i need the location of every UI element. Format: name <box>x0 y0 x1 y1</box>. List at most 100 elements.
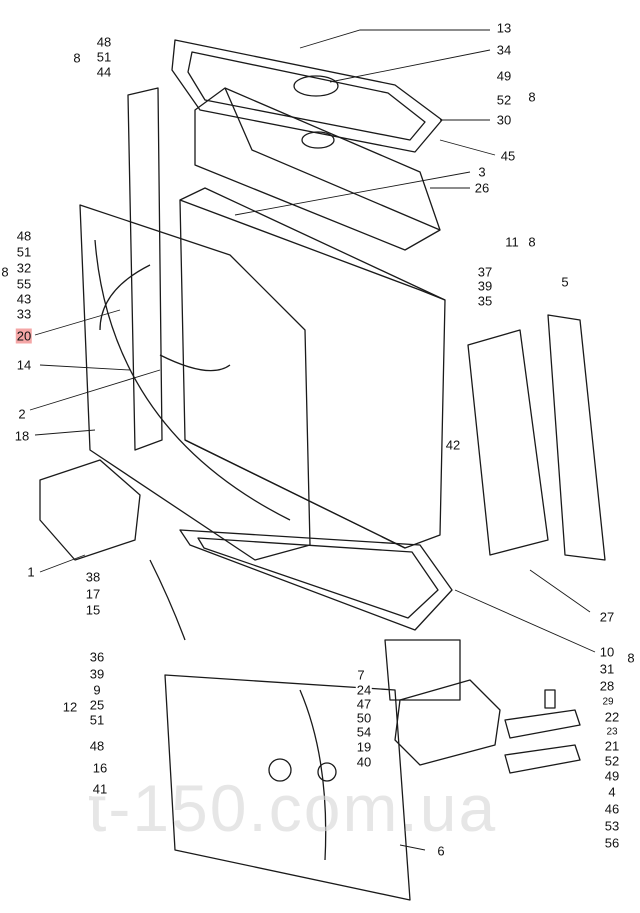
part-label: 10 <box>598 644 616 660</box>
part-label: 31 <box>598 661 616 677</box>
part-label: 51 <box>15 244 33 260</box>
part-label: 2 <box>17 406 27 422</box>
part-label: 38 <box>84 569 102 585</box>
part-label: 13 <box>495 20 513 36</box>
part-label: 47 <box>355 696 373 712</box>
part-label: 53 <box>603 818 621 834</box>
part-label: 33 <box>15 306 33 322</box>
right-shroud <box>547 314 606 561</box>
plate-hole-right <box>317 762 337 782</box>
lower-pipe <box>159 354 231 372</box>
part-label: 1 <box>26 564 36 580</box>
part-label: 36 <box>88 649 106 665</box>
strip-plate-lower <box>504 744 581 774</box>
part-label: 52 <box>603 753 621 769</box>
group-label: 11 <box>504 234 520 250</box>
part-label: 39 <box>476 278 494 294</box>
part-label: 44 <box>95 64 113 80</box>
part-label: 48 <box>95 34 113 50</box>
part-label: 49 <box>603 768 621 784</box>
part-label: 19 <box>355 739 373 755</box>
upper-tank-ridge <box>224 87 441 231</box>
part-label: 28 <box>598 678 616 694</box>
part-label: 23 <box>605 724 619 740</box>
part-label: 22 <box>603 709 621 725</box>
bottom-hose <box>149 559 186 641</box>
part-label: 16 <box>91 760 109 776</box>
plate-hole-left <box>268 758 292 782</box>
leader-3 <box>234 171 471 216</box>
leader-27 <box>529 569 591 613</box>
watermark: t-150.com.ua <box>88 771 498 845</box>
part-label: 34 <box>495 42 513 58</box>
group-label: 8 <box>527 234 537 250</box>
part-label: 40 <box>355 754 373 770</box>
top-gasket <box>171 39 443 153</box>
leader-20 <box>34 309 121 336</box>
part-label: 4 <box>607 784 617 800</box>
part-label: 51 <box>88 712 106 728</box>
group-label: 12 <box>61 699 79 715</box>
bottom-plate <box>384 639 461 701</box>
part-label: 14 <box>15 357 33 373</box>
part-label: 32 <box>15 260 33 276</box>
drain-hose <box>299 689 327 861</box>
part-label: 55 <box>15 276 33 292</box>
group-label: 8 <box>626 650 636 666</box>
leader-13 <box>299 29 490 49</box>
fan-shroud-arc <box>94 239 291 521</box>
part-label: 30 <box>495 112 513 128</box>
part-label: 52 <box>495 92 513 108</box>
part-label: 50 <box>355 710 373 726</box>
group-label: 8 <box>0 264 10 280</box>
top-gasket-inner <box>187 51 426 141</box>
left-shroud <box>127 87 163 451</box>
part-label: 7 <box>356 667 366 683</box>
part-label: 41 <box>91 781 109 797</box>
part-label: 18 <box>13 428 31 444</box>
part-label: 35 <box>476 293 494 309</box>
lower-gasket-inner <box>197 537 439 619</box>
part-label: 3 <box>477 164 487 180</box>
spacer <box>544 689 556 709</box>
part-label: 45 <box>499 148 517 164</box>
fan-shroud-frame <box>79 204 311 561</box>
part-label: 6 <box>436 843 446 859</box>
part-label: 49 <box>495 68 513 84</box>
part-label: 21 <box>603 738 621 754</box>
filler-neck <box>301 131 335 149</box>
part-label: 43 <box>15 291 33 307</box>
leader-18 <box>34 429 96 436</box>
leader-14 <box>39 364 131 371</box>
radiator-core <box>179 187 446 549</box>
part-label: 39 <box>88 666 106 682</box>
part-label: 5 <box>560 274 570 290</box>
filler-cap <box>293 75 339 97</box>
group-label: 8 <box>72 50 82 66</box>
part-label: 25 <box>88 697 106 713</box>
part-label: 26 <box>473 180 491 196</box>
part-label: 56 <box>603 835 621 851</box>
lower-gasket <box>179 529 453 631</box>
leader-6 <box>399 844 426 851</box>
group-label: 8 <box>527 89 537 105</box>
part-label: 48 <box>15 228 33 244</box>
core-upper-flange <box>179 199 446 301</box>
leader-1 <box>39 554 86 573</box>
part-label: 17 <box>84 586 102 602</box>
part-label: 24 <box>355 682 373 698</box>
upper-hose <box>99 264 151 331</box>
part-label: 37 <box>476 264 494 280</box>
upper-tank <box>194 87 441 251</box>
mount-bracket-left <box>39 459 141 561</box>
right-side-cover <box>467 329 549 556</box>
part-label: 15 <box>84 602 102 618</box>
part-label: 48 <box>88 738 106 754</box>
part-label: 27 <box>598 609 616 625</box>
mount-bracket-right <box>394 679 501 766</box>
front-plate <box>164 674 411 901</box>
strip-plate-upper <box>504 709 581 739</box>
core-lower-flange <box>184 439 406 549</box>
part-label: 54 <box>355 724 373 740</box>
